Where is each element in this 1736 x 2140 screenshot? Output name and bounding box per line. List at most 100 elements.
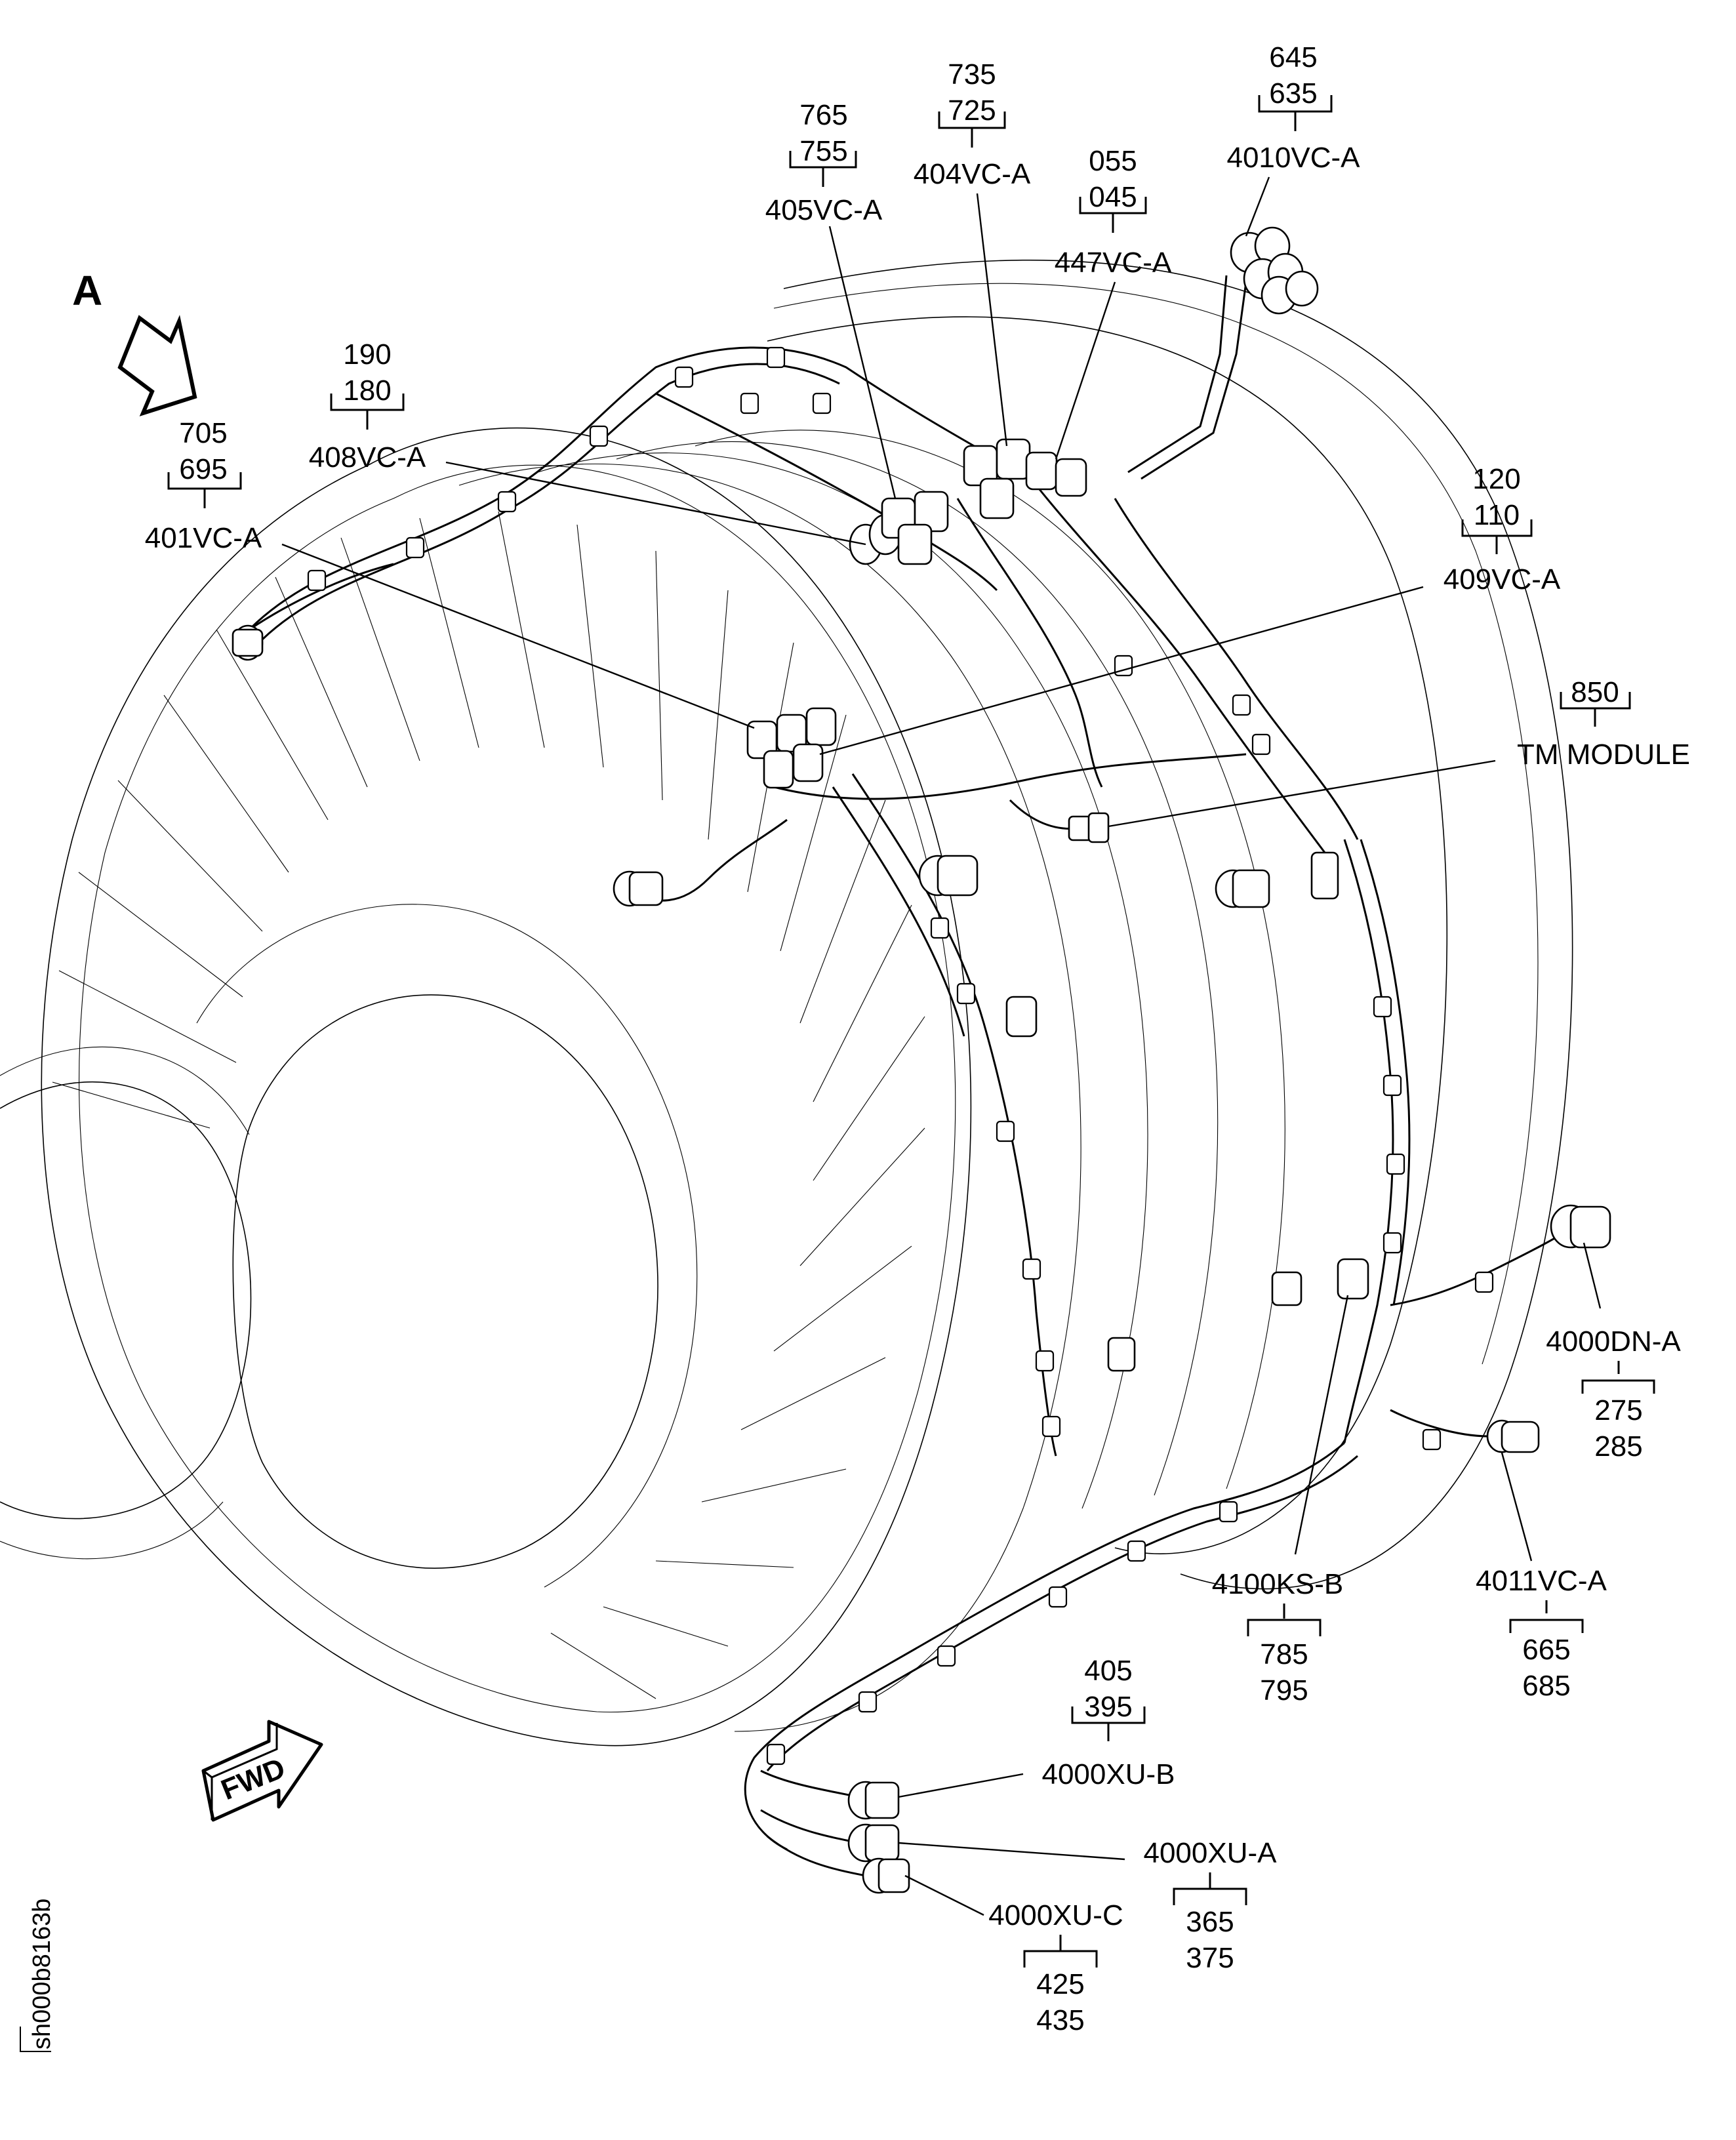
fwd-arrow-icon	[201, 1720, 323, 1822]
harness-clamps	[307, 346, 1494, 1766]
connector-4000dn-a	[1550, 1204, 1611, 1249]
item-number: 765	[799, 99, 847, 131]
item-number: 755	[799, 135, 847, 167]
callout-405vc-a: 765 755 405VC-A	[765, 99, 883, 226]
connector-label: 4011VC-A	[1476, 1565, 1607, 1597]
leader-4000xu-c	[904, 1874, 984, 1916]
item-number: 045	[1089, 181, 1137, 213]
connector-mid-right	[1215, 869, 1270, 908]
item-number: 665	[1522, 1634, 1570, 1666]
connector-label: 4100KS-B	[1212, 1568, 1344, 1600]
connector-409vc-a	[763, 743, 824, 789]
item-number: 425	[1036, 1968, 1084, 2000]
item-number: 685	[1522, 1670, 1570, 1702]
callout-4100ks-b: 4100KS-B 785 795	[1212, 1568, 1344, 1706]
connector-4100ks-b	[1337, 1258, 1369, 1300]
connector-label: 408VC-A	[309, 441, 426, 474]
connector-left	[232, 624, 264, 661]
callout-447vc-a: 055 045 447VC-A	[1055, 145, 1172, 279]
connector-label: TM MODULE	[1517, 738, 1690, 771]
leader-409vc-a	[819, 586, 1424, 756]
connector-405vc-a	[881, 491, 949, 565]
connector-label: 401VC-A	[145, 522, 262, 554]
connector-401vc-a	[746, 707, 837, 759]
connector-label: 4000DN-A	[1546, 1325, 1681, 1358]
item-number: 645	[1269, 41, 1317, 73]
connector-label: 4010VC-A	[1226, 142, 1360, 174]
tm-module	[1068, 812, 1110, 843]
item-number: 785	[1260, 1638, 1308, 1670]
callout-408vc-a: 190 180 408VC-A	[309, 338, 426, 474]
callout-4000dn-a: 4000DN-A 275 285	[1546, 1325, 1681, 1463]
connector-label: 4000XU-C	[988, 1899, 1123, 1931]
connector-label: 4000XU-B	[1041, 1758, 1175, 1790]
connector-mid-center	[918, 855, 979, 897]
connector-4000xu-a	[847, 1823, 900, 1863]
callout-4010vc-a: 645 635 4010VC-A	[1226, 41, 1360, 174]
leader-4000xu-b	[898, 1773, 1024, 1798]
connector-404vc-a	[963, 438, 1031, 519]
leader-4011vc-a	[1501, 1452, 1533, 1562]
connector-447vc-a	[1025, 451, 1087, 497]
figure-id: sh000b8163b	[20, 1899, 56, 2052]
figure-id-text: sh000b8163b	[28, 1899, 56, 2049]
item-number: 850	[1571, 676, 1619, 708]
connector-label: 409VC-A	[1443, 563, 1561, 596]
connector-mid-left	[613, 870, 664, 907]
callout-tm-module: 850 TM MODULE	[1517, 676, 1690, 771]
leader-405vc-a	[828, 226, 897, 499]
leader-4000xu-a	[898, 1842, 1125, 1861]
leader-4000dn-a	[1583, 1242, 1602, 1309]
connector-right-vertical	[1310, 851, 1339, 900]
view-a-marker: A	[72, 267, 197, 416]
fan-blades	[52, 511, 925, 1699]
connector-label: 404VC-A	[914, 158, 1031, 190]
leader-408vc-a	[445, 461, 866, 546]
leader-tm-module	[1108, 759, 1496, 828]
connector-4000xu-c	[862, 1857, 910, 1894]
item-number: 375	[1186, 1942, 1234, 1974]
leader-447vc-a	[1055, 281, 1116, 460]
callout-4000xu-c: 4000XU-C 425 435	[988, 1899, 1123, 2036]
item-number: 180	[343, 374, 391, 407]
connector-label: 405VC-A	[765, 194, 883, 226]
view-arrow-icon	[117, 315, 197, 416]
callout-4000xu-b: 405 395 4000XU-B	[1041, 1655, 1175, 1790]
connector-lower-left	[1271, 1271, 1302, 1306]
connector-bend	[1005, 996, 1038, 1038]
connector-4010vc-a	[1230, 226, 1319, 315]
item-number: 275	[1594, 1394, 1642, 1426]
item-number: 435	[1036, 2004, 1084, 2036]
item-number: 405	[1084, 1655, 1132, 1687]
engine-body	[0, 259, 1573, 1746]
item-number: 365	[1186, 1906, 1234, 1938]
item-number: 110	[1474, 499, 1520, 531]
item-number: 120	[1472, 463, 1520, 495]
callout-409vc-a: 120 110 409VC-A	[1443, 463, 1561, 596]
item-number: 055	[1089, 145, 1137, 177]
connector-label: 4000XU-A	[1143, 1837, 1277, 1869]
connectors	[232, 226, 1611, 1894]
callout-4000xu-a: 4000XU-A 365 375	[1143, 1837, 1277, 1974]
item-number: 695	[179, 453, 227, 485]
leader-4100ks-b	[1294, 1295, 1349, 1555]
view-a-letter: A	[72, 267, 102, 314]
leader-404vc-a	[976, 193, 1008, 447]
leader-401vc-a	[281, 543, 755, 729]
connector-4011vc-a	[1486, 1419, 1540, 1453]
item-number: 735	[948, 58, 996, 91]
item-number: 285	[1594, 1430, 1642, 1463]
callout-404vc-a: 735 725 404VC-A	[914, 58, 1031, 190]
item-number: 725	[948, 94, 996, 127]
connector-lower-mid	[1107, 1337, 1136, 1372]
callout-4011vc-a: 4011VC-A 665 685	[1476, 1565, 1607, 1702]
leader-4010vc-a	[1245, 176, 1270, 237]
item-number: 190	[343, 338, 391, 371]
item-number: 705	[179, 417, 227, 449]
leader-lines	[281, 176, 1602, 1916]
connector-label: 447VC-A	[1055, 247, 1172, 279]
item-number: 795	[1260, 1674, 1308, 1706]
connector-4000xu-b	[847, 1781, 900, 1820]
callout-401vc-a: 705 695 401VC-A	[145, 417, 262, 554]
